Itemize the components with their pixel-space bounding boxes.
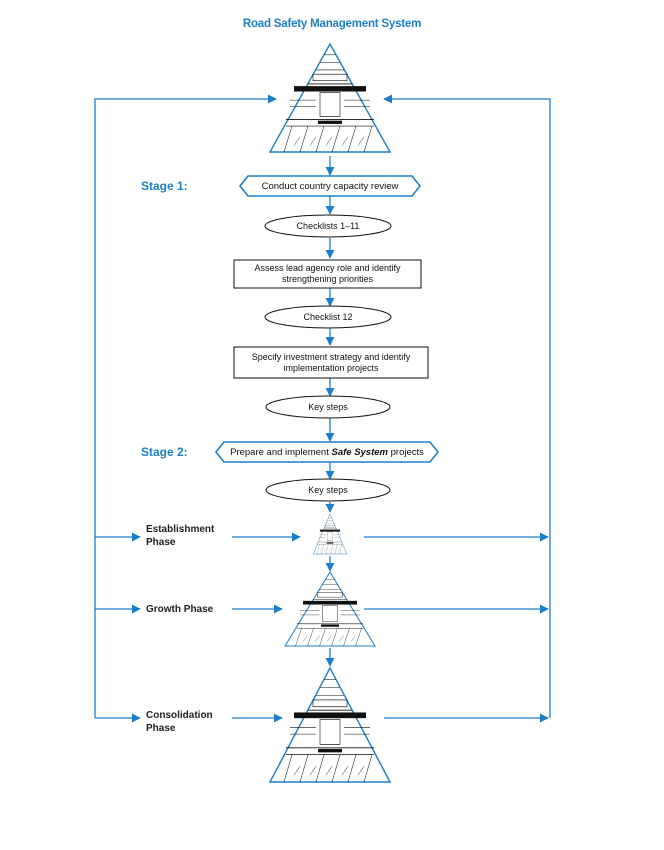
- right-loop-line: [383, 94, 551, 718]
- key-steps-1-text: Key steps: [308, 401, 348, 412]
- investment-strategy-text: Specify investment strategy and identify…: [251, 351, 411, 373]
- consolidation-line2: Phase: [146, 723, 176, 734]
- prepare-implement-text: Prepare and implement Safe System projec…: [216, 442, 438, 462]
- prepare-implement-prefix: Prepare and implement: [230, 446, 332, 458]
- prepare-implement-suffix: projects: [388, 446, 424, 458]
- checklist-12-text: Checklist 12: [303, 311, 353, 322]
- prepare-implement-shape: [214, 441, 440, 463]
- consolidation-pyramid-icon: [269, 667, 391, 783]
- top-pyramid-icon: [269, 43, 391, 153]
- stage1-label: Stage 1:: [141, 179, 188, 193]
- key-steps-2-text: Key steps: [308, 484, 348, 495]
- checklist-12-shape: [264, 305, 392, 329]
- stage2-label: Stage 2:: [141, 445, 188, 459]
- establishment-line1: Establishment: [146, 524, 215, 535]
- consolidation-phase-label: Consolidation Phase: [146, 709, 213, 735]
- investment-strategy-shape: [233, 346, 429, 379]
- diagram-title: Road Safety Management System: [242, 18, 422, 30]
- capacity-review-text: Conduct country capacity review: [261, 180, 399, 192]
- key-steps-1-shape: [265, 395, 391, 419]
- checklists-1-11-text: Checklists 1–11: [296, 220, 360, 231]
- key-steps-2-shape: [265, 478, 391, 502]
- assess-lead-agency-text: Assess lead agency role and identify str…: [254, 263, 401, 284]
- establishment-phase-label: Establishment Phase: [146, 523, 214, 549]
- consolidation-line1: Consolidation: [146, 710, 213, 721]
- growth-phase-label: Growth Phase: [146, 604, 214, 615]
- establishment-pyramid-icon: [312, 513, 348, 555]
- capacity-review-shape: [238, 175, 422, 197]
- checklists-1-11-shape: [264, 214, 392, 238]
- safe-system-text: Safe System: [331, 446, 388, 458]
- growth-pyramid-icon: [284, 571, 376, 647]
- left-loop-line: [94, 94, 277, 718]
- establishment-line2: Phase: [146, 537, 176, 548]
- assess-lead-agency-shape: [233, 259, 422, 289]
